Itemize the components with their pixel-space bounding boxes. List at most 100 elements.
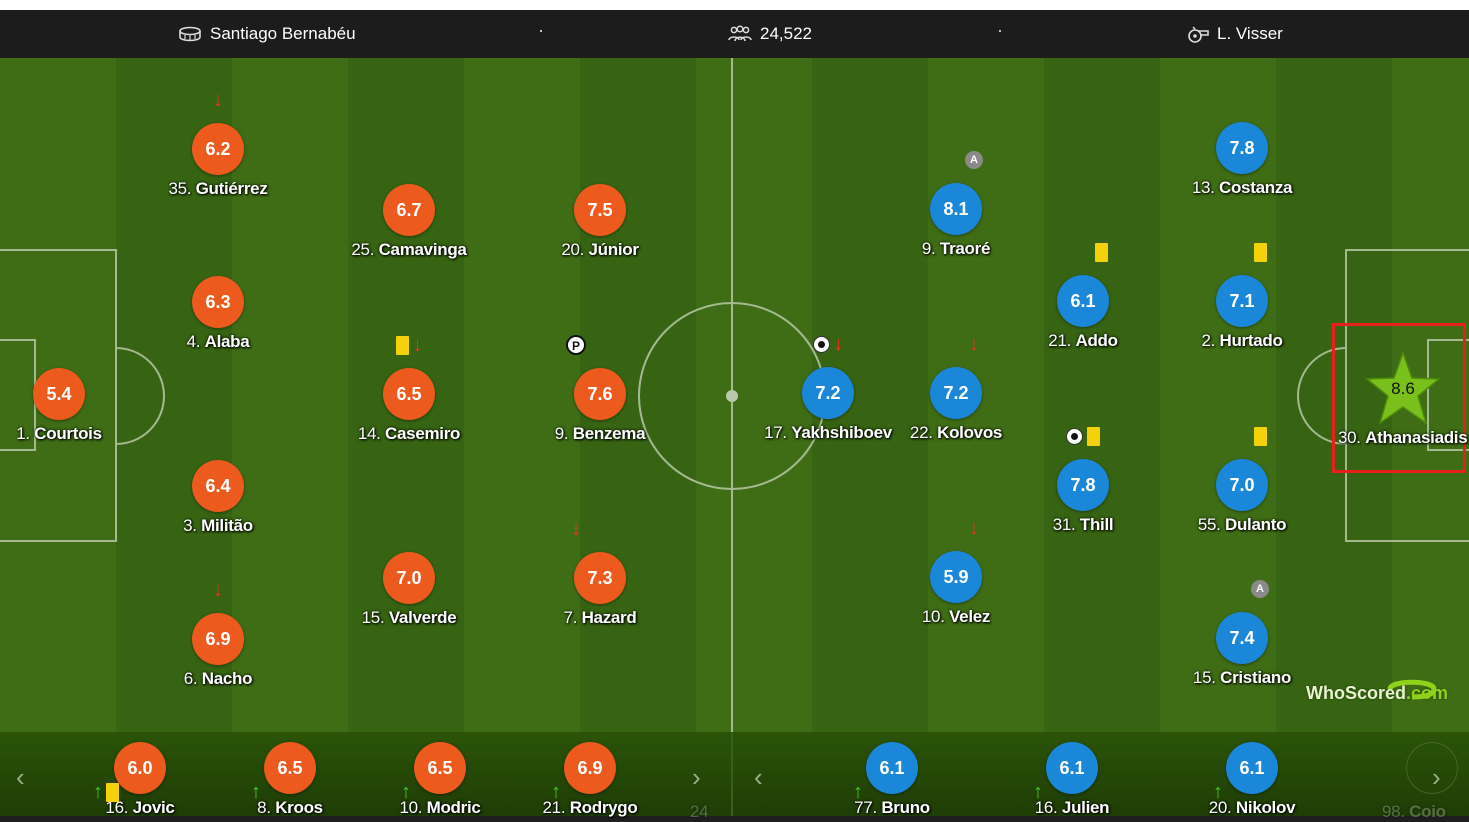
player-rating: 7.1: [1216, 275, 1268, 327]
player-yakhshiboev[interactable]: ↓ 7.2 17. Yakhshiboev: [748, 334, 908, 443]
player-rating: 6.7: [383, 184, 435, 236]
yellow-card-icon: [1253, 242, 1267, 262]
player-kolovos[interactable]: ↓ 7.2 22. Kolovos: [876, 334, 1036, 443]
player-dulanto[interactable]: 7.0 55. Dulanto: [1162, 426, 1322, 535]
player-name: Traoré: [939, 239, 991, 258]
home-subs-prev-button[interactable]: ‹: [16, 762, 25, 792]
player-name: Julien: [1061, 798, 1110, 817]
player-number: 21.: [1048, 331, 1072, 350]
player-number: 30.: [1338, 428, 1361, 447]
home-subs-next-button[interactable]: ›: [692, 762, 701, 792]
sub-kroos[interactable]: ↑ 6.5 8. Kroos: [225, 742, 355, 818]
player-number: 31.: [1052, 515, 1076, 534]
player-name: Kroos: [275, 798, 323, 817]
away-subs-prev-button[interactable]: ‹: [754, 762, 763, 792]
player-name: Kolovos: [937, 423, 1003, 442]
stadium-icon: [179, 26, 201, 42]
player-number: 14.: [357, 424, 381, 443]
whoscored-logo: WhoScored.com: [1306, 679, 1448, 704]
referee-name: L. Visser: [1217, 24, 1283, 43]
player-name: Rodrygo: [569, 798, 638, 817]
player-name: Nikolov: [1235, 798, 1296, 817]
player-rating: 5.9: [930, 551, 982, 603]
sub-nikolov[interactable]: ↑ 6.1 20. Nikolov: [1187, 742, 1317, 818]
player-name: Camavinga: [378, 240, 467, 259]
player-name: Militão: [201, 516, 253, 535]
player-nacho[interactable]: ↓ 6.9 6. Nacho: [138, 580, 298, 689]
sub-on-arrow-icon: ↑: [1033, 781, 1043, 803]
player-militao[interactable]: 6.4 3. Militão: [138, 460, 298, 536]
player-number: 55.: [1197, 515, 1221, 534]
player-cristiano[interactable]: A 7.4 15. Cristiano: [1162, 580, 1322, 688]
player-camavinga[interactable]: 6.7 25. Camavinga: [329, 184, 489, 260]
logo-text-main: WhoScored: [1306, 683, 1407, 703]
player-benzema[interactable]: P 7.6 9. Benzema: [520, 335, 680, 444]
sub-julien[interactable]: ↑ 6.1 16. Julien: [1007, 742, 1137, 818]
attendance-value: 24,522: [760, 24, 812, 43]
player-name: Casemiro: [385, 424, 461, 443]
player-traore[interactable]: A 8.1 9. Traoré: [876, 151, 1036, 259]
man-of-the-match-star-icon[interactable]: 8.6: [1364, 351, 1442, 425]
player-junior[interactable]: 7.5 20. Júnior: [520, 184, 680, 260]
player-number: 77.: [854, 798, 877, 817]
sub-hidden-number: 24: [690, 802, 709, 821]
player-name: Júnior: [588, 240, 639, 259]
player-courtois[interactable]: 5.4 1. Courtois: [0, 368, 139, 444]
man-of-the-match-highlight: [1332, 323, 1466, 473]
venue-info: Santiago Bernabéu: [178, 24, 356, 44]
sub-jovic[interactable]: ↑ 6.0 16. Jovic: [75, 742, 205, 818]
goal-ball-icon: [1066, 427, 1083, 445]
player-rating: 8.1: [930, 183, 982, 235]
player-name: Hurtado: [1219, 331, 1283, 350]
player-rating: 6.1: [866, 742, 918, 794]
crowd-icon: [728, 25, 752, 42]
player-valverde[interactable]: 7.0 15. Valverde: [329, 552, 489, 628]
player-number: 17.: [764, 423, 787, 442]
subs-divider: [731, 732, 733, 816]
player-velez[interactable]: ↓ 5.9 10. Velez: [876, 518, 1036, 627]
sub-bruno[interactable]: ↑ 6.1 77. Bruno: [827, 742, 957, 818]
player-number: 2.: [1201, 331, 1216, 350]
substitutes-bar: ‹ ↑ 6.0 16. Jovic ↑ 6.5 8. Kroos ↑ 6.5 1…: [0, 732, 1469, 821]
player-rating: 7.4: [1216, 612, 1268, 664]
player-name: Athanasiadis: [1365, 428, 1468, 447]
player-name: Velez: [949, 607, 991, 626]
player-name: Dulanto: [1225, 515, 1287, 534]
player-number: 25.: [351, 240, 375, 259]
sub-rodrygo[interactable]: ↑ 6.9 21. Rodrygo: [525, 742, 655, 818]
player-rating: 8.6: [1391, 379, 1415, 398]
yellow-card-icon: [1094, 242, 1108, 262]
sub-modric[interactable]: ↑ 6.5 10. Modric: [375, 742, 505, 818]
player-hurtado[interactable]: 7.1 2. Hurtado: [1162, 242, 1322, 351]
player-number: 16.: [1034, 798, 1058, 817]
player-number: 16.: [105, 798, 129, 817]
player-rating: 7.3: [574, 552, 626, 604]
player-rating: 7.5: [574, 184, 626, 236]
sub-off-arrow-icon: ↓: [412, 334, 423, 356]
whistle-icon: [1188, 26, 1209, 43]
player-alaba[interactable]: 6.3 4. Alaba: [138, 276, 298, 352]
player-name: Benzema: [572, 424, 646, 443]
player-name: Cristiano: [1220, 668, 1292, 687]
player-name: Jovic: [132, 798, 175, 817]
whoscored-logo-icon: [1387, 679, 1437, 700]
player-number: 20.: [1208, 798, 1232, 817]
player-costanza[interactable]: 7.8 13. Costanza: [1162, 122, 1322, 198]
player-casemiro[interactable]: ↓ 6.5 14. Casemiro: [329, 335, 489, 444]
player-number: 6.: [183, 669, 198, 688]
player-number: 20.: [561, 240, 585, 259]
player-addo[interactable]: 6.1 21. Addo: [1003, 242, 1163, 351]
player-rating: 7.0: [383, 552, 435, 604]
player-rating: 6.1: [1057, 275, 1109, 327]
player-athanasiadis[interactable]: 30. Athanasiadis: [1338, 428, 1468, 448]
sub-off-arrow-icon: ↓: [571, 518, 581, 540]
player-gutierrez[interactable]: ↓ 6.2 35. Gutiérrez: [138, 90, 298, 199]
player-number: 35.: [168, 179, 192, 198]
player-hazard[interactable]: ↓ 7.3 7. Hazard: [520, 519, 680, 628]
player-name: Bruno: [881, 798, 930, 817]
away-subs-next-button[interactable]: ›: [1432, 762, 1441, 792]
player-rating: 7.8: [1216, 122, 1268, 174]
player-thill[interactable]: 7.8 31. Thill: [1003, 426, 1163, 535]
player-rating: 6.9: [564, 742, 616, 794]
sub-off-arrow-icon: ↓: [213, 579, 223, 601]
